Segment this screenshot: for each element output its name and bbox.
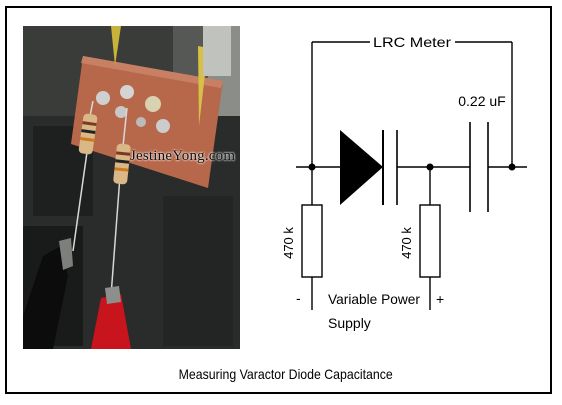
resistor-right-label: 470 k: [399, 227, 414, 259]
watermark-text: JestineYong.com: [130, 148, 236, 164]
diode-symbol: [340, 130, 383, 205]
supply-plus-sign: +: [436, 291, 444, 307]
junction-dot: [508, 163, 516, 171]
resistor-left: [301, 204, 323, 278]
figure-caption: Measuring Varactor Diode Capacitance: [178, 366, 393, 382]
supply-label-line2: Supply: [328, 315, 371, 331]
resistor-left-label: 470 k: [281, 227, 296, 259]
junction-dot: [308, 163, 316, 171]
capacitor-label: 0.22 uF: [458, 93, 505, 109]
meter-label: LRC Meter: [373, 34, 451, 50]
junction-dot: [426, 163, 434, 171]
test-board-photo: [23, 26, 240, 349]
resistor-right: [419, 204, 441, 278]
supply-minus-sign: -: [296, 290, 301, 306]
supply-label-line1: Variable Power: [328, 291, 420, 307]
